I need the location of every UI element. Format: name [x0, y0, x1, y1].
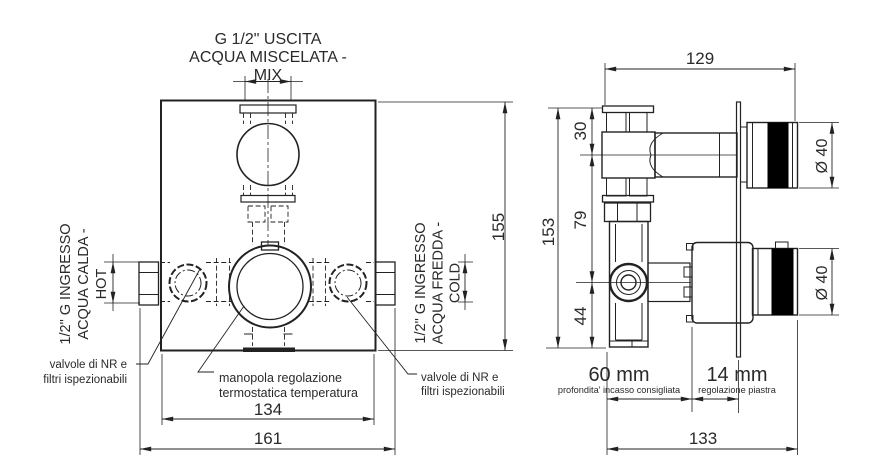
dim-plate-adjust: 14 mm: [706, 364, 767, 386]
dim-recess-depth: 60 mm: [588, 364, 649, 386]
hot-inlet-valve: [138, 258, 231, 306]
hot-label-line2: ACQUA CALDA -: [76, 228, 92, 339]
dim-axis-distance: 79: [571, 211, 590, 230]
dim-plate-adjust-caption: regolazione piastra: [698, 385, 777, 395]
side-upper-handle: [740, 121, 799, 189]
outlet-label-line1: G 1/2" USCITA: [215, 31, 322, 48]
dim-knob-diameter-top: Ø 40: [814, 139, 831, 174]
cold-inlet-valve: [309, 258, 396, 306]
side-port-outer: [608, 262, 649, 303]
knob-leader: [197, 305, 245, 373]
outlet-label-line2: ACQUA MISCELATA -: [189, 49, 347, 66]
dim-recess-depth-caption: profondita' incasso consigliata: [558, 385, 681, 395]
lower-handle-grip-band: [771, 248, 794, 315]
dim-overall-width: 161: [254, 429, 282, 448]
knob-note-line1: manopola regolazione: [219, 371, 342, 385]
hot-label-line1: 1/2" G INGRESSO: [58, 223, 74, 344]
left-valve-note-line1: valvole di NR e: [50, 359, 127, 371]
side-lower-body: [603, 202, 693, 348]
dim-overall-width-side: 129: [686, 49, 714, 68]
right-valve-note-line1: valvole di NR e: [421, 372, 498, 384]
right-valve-note-line2: filtri ispezionabili: [421, 386, 505, 398]
left-valve-note-line2: filtri ispezionabili: [43, 374, 127, 386]
dim-knob-diameter-bottom: Ø 40: [814, 266, 831, 301]
side-view: 129 153 30 79 44 Ø 40 Ø 40 60 mm: [539, 49, 839, 455]
cold-label-line2: ACQUA FREDDA -: [431, 222, 447, 345]
hot-label-line3: HOT: [94, 269, 110, 300]
dimensions-side: 129 153 30 79 44 Ø 40 Ø 40 60 mm: [539, 49, 839, 455]
side-lower-handle: [686, 241, 799, 324]
knob-note-line2: termostatica temperatura: [219, 386, 358, 400]
dim-overall-height-side: 153: [539, 218, 558, 246]
mix-outlet-port: [236, 79, 300, 246]
knob-base-bar: [243, 347, 295, 352]
outlet-label-line3: MIX: [254, 67, 283, 84]
side-upper-body: [601, 105, 738, 203]
thermostatic-knob: [228, 241, 312, 352]
cold-label-line3: COLD: [448, 263, 464, 303]
wall-plate: [735, 101, 742, 358]
dim-total-depth: 133: [689, 429, 717, 448]
dim-body-height: 155: [489, 213, 508, 241]
upper-handle-grip-band: [767, 122, 789, 188]
dim-body-width: 134: [254, 400, 282, 419]
labels-front: G 1/2" USCITA ACQUA MISCELATA - MIX 1/2"…: [43, 31, 504, 400]
cold-label-line1: 1/2" G INGRESSO: [413, 222, 429, 343]
dim-bottom-offset: 44: [571, 307, 590, 326]
right-valve-leader: [346, 296, 417, 375]
front-view: 134 161 155 G 1/2" USCITA ACQUA MISCELAT…: [43, 31, 513, 455]
dimensions-front: 134 161 155: [104, 76, 513, 455]
dim-top-offset: 30: [571, 122, 590, 141]
centerlines: [576, 154, 736, 283]
